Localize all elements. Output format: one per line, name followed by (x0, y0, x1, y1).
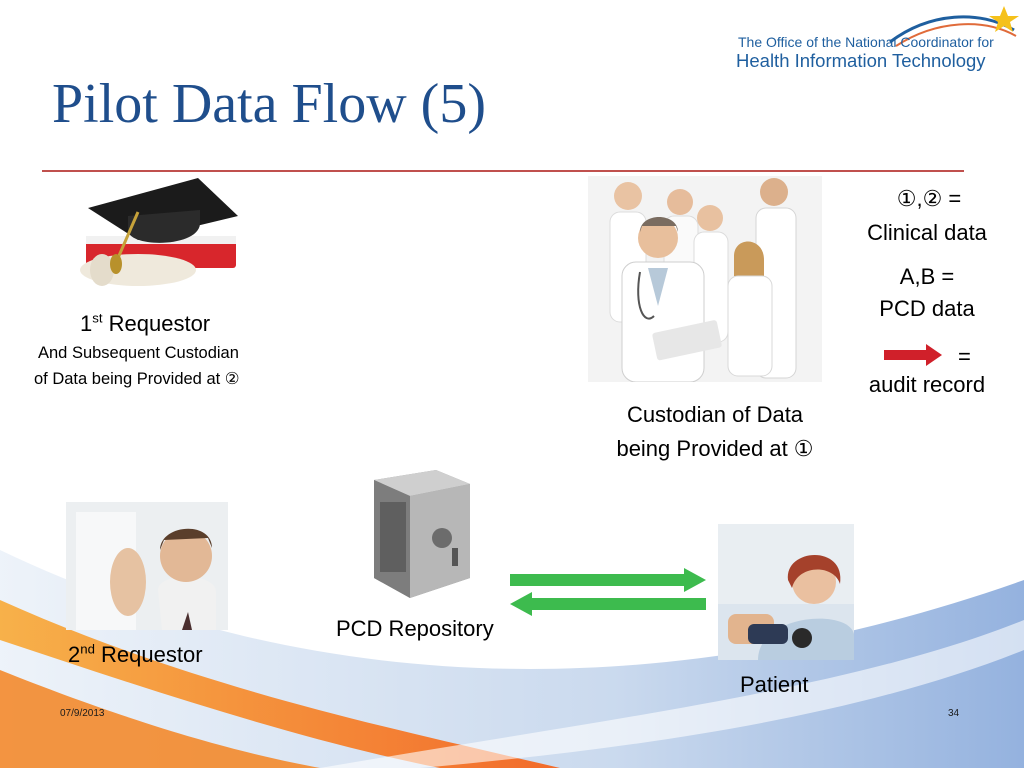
patient-label: Patient (740, 672, 809, 698)
legend-pcd-label: PCD data (852, 296, 1002, 322)
first-requestor-desc-line1: And Subsequent Custodian (38, 344, 239, 364)
slide-number: 34 (948, 708, 959, 719)
legend-audit-equals: = (958, 344, 971, 370)
footer-date: 07/9/2013 (60, 708, 105, 719)
slide-title: Pilot Data Flow (5) (52, 74, 486, 136)
title-divider (42, 170, 964, 172)
legend-audit-label: audit record (852, 372, 1002, 398)
legend-clinical-label: Clinical data (852, 220, 1002, 246)
first-requestor-desc-line2: of Data being Provided at ② (34, 370, 240, 390)
legend-pcd-symbols: A,B = (852, 264, 1002, 290)
second-requestor-label: 2nd Requestor (68, 642, 203, 668)
legend-clinical-symbols: ①,② = (856, 186, 1002, 212)
medical-team-image (588, 176, 822, 382)
patient-image (718, 524, 854, 660)
logo-text-line1: The Office of the National Coordinator f… (738, 34, 994, 50)
custodian-label-line2: being Provided at ① (590, 436, 840, 462)
custodian-label-line1: Custodian of Data (590, 402, 840, 428)
logo-text-line2: Health Information Technology (736, 50, 986, 72)
red-arrow-icon (884, 344, 942, 366)
second-requestor-image (66, 502, 228, 630)
first-requestor-label: 1st Requestor (80, 311, 210, 337)
graduation-cap-image (78, 178, 242, 298)
pcd-repository-label: PCD Repository (336, 616, 494, 642)
green-arrow-right-icon (510, 568, 706, 592)
safe-image (366, 466, 476, 600)
green-arrow-left-icon (510, 592, 706, 616)
